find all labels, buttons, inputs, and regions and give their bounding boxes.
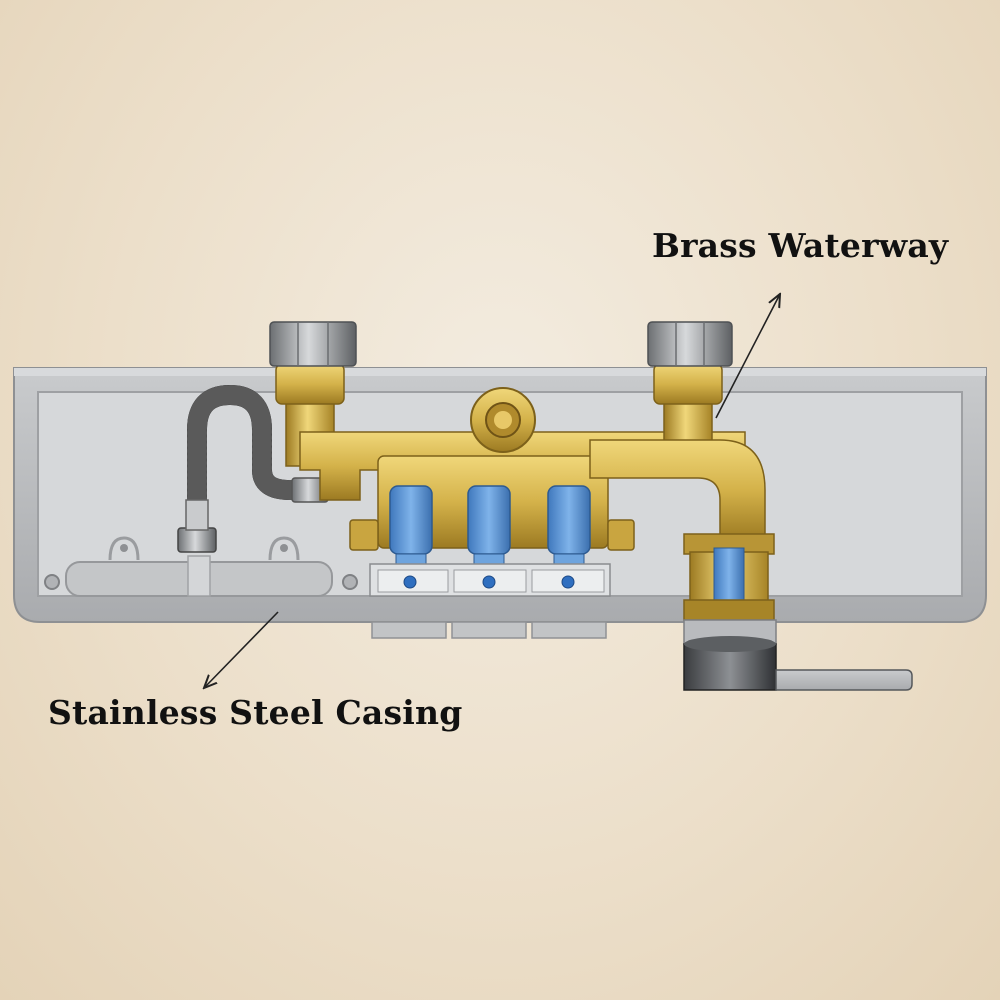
valve-cartridge-icon [389,485,433,567]
hex-nut-icon [647,321,733,367]
valve-cartridge-icon [467,485,511,567]
flexible-hose-icon [177,384,329,553]
lever-handle-icon [775,669,913,691]
valve-cartridges [389,485,591,567]
arrow-icon [715,294,780,419]
spout-assembly [683,533,777,691]
hex-nut-icon [269,321,357,367]
bottom-rail-tube [44,536,358,597]
valve-cartridge-icon [547,485,591,567]
stainless-steel-casing-label: Stainless Steel Casing [48,693,463,732]
push-button-row [369,563,611,597]
arrow-icon [204,611,279,688]
brass-waterway-label: Brass Waterway [652,226,949,265]
